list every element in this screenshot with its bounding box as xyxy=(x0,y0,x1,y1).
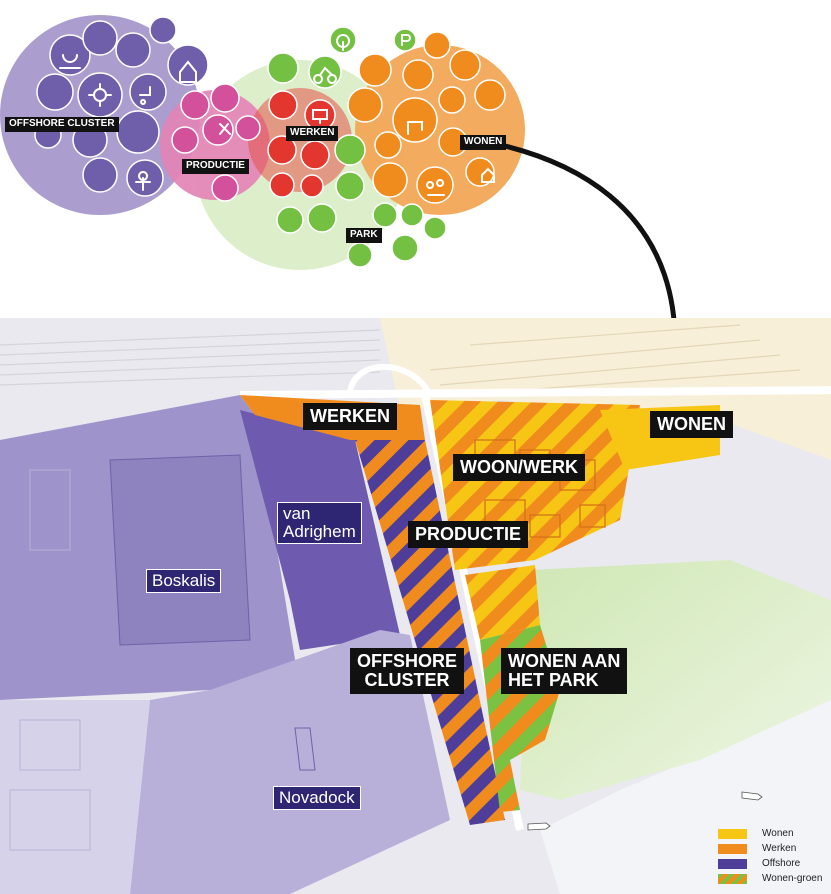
person-icon xyxy=(135,171,151,191)
gear-icon xyxy=(88,83,112,107)
legend-swatch-werken xyxy=(718,843,747,854)
bicycle-icon xyxy=(313,66,338,84)
legend-item-werken: Werken xyxy=(718,841,826,856)
tools-icon xyxy=(219,123,231,135)
offshore-cluster-strip xyxy=(355,440,505,825)
boat-icons xyxy=(527,791,763,831)
legend-swatch-offshore xyxy=(718,858,747,869)
map-label-wonen-aan-het-park: WONEN AAN HET PARK xyxy=(501,648,628,694)
bubble-diagram xyxy=(0,15,678,513)
computer-icon xyxy=(312,109,328,124)
map-label-wonen: WONEN xyxy=(650,411,733,438)
bubble-label-werken: WERKEN xyxy=(286,126,339,141)
rail-lines xyxy=(0,329,381,386)
legend-label: Offshore xyxy=(762,858,801,869)
legend-label: Werken xyxy=(762,843,797,854)
tree-icon xyxy=(336,34,351,51)
warehouse-icon xyxy=(179,60,197,83)
map-label-woon-werk: WOON/WERK xyxy=(453,454,585,481)
map-label-werken: WERKEN xyxy=(303,403,397,430)
map-label-productie: PRODUCTIE xyxy=(408,521,529,548)
boat-icon xyxy=(527,822,551,831)
boskalis-roof xyxy=(109,454,251,646)
bubble-label-wonen: WONEN xyxy=(460,135,507,150)
family-icon xyxy=(426,179,445,196)
chair-icon xyxy=(407,121,423,135)
west-building-outlines xyxy=(9,469,91,851)
boat-icon xyxy=(741,791,763,801)
map xyxy=(0,318,831,894)
legend: Wonen Werken Offshore Wonen-groen xyxy=(718,826,826,886)
novadock-roof xyxy=(294,727,316,771)
werken-icon-circles xyxy=(267,90,336,198)
company-label-van-adrighem: van Adrighem xyxy=(277,502,362,544)
parking-icon xyxy=(401,34,411,46)
company-label-novadock: Novadock xyxy=(273,786,361,810)
bubble-label-productie: PRODUCTIE xyxy=(182,159,249,174)
park-area xyxy=(520,560,831,800)
road-ring xyxy=(347,363,433,397)
forklift-icon xyxy=(139,86,151,105)
bubble-label-park: PARK xyxy=(346,228,382,243)
company-label-boskalis: Boskalis xyxy=(146,569,222,593)
legend-item-wonen: Wonen xyxy=(718,826,826,841)
productie-icon-circles xyxy=(171,83,261,202)
legend-swatch-wonen xyxy=(718,828,747,839)
bubble-label-offshore-cluster: OFFSHORE CLUSTER xyxy=(5,117,119,132)
productie-block xyxy=(465,565,540,640)
water xyxy=(540,700,831,894)
novadock-area xyxy=(130,630,450,894)
legend-swatch-wonen-groen xyxy=(718,873,747,884)
worker-icon xyxy=(59,54,81,69)
legend-item-wonen-groen: Wonen-groen xyxy=(718,871,826,886)
legend-item-offshore: Offshore xyxy=(718,856,826,871)
house-icon xyxy=(481,167,495,183)
legend-label: Wonen xyxy=(762,828,794,839)
map-label-offshore-cluster: OFFSHORE CLUSTER xyxy=(350,648,465,694)
legend-label: Wonen-groen xyxy=(762,873,823,884)
west-buildings xyxy=(0,700,150,894)
bubble-icons xyxy=(59,34,495,196)
